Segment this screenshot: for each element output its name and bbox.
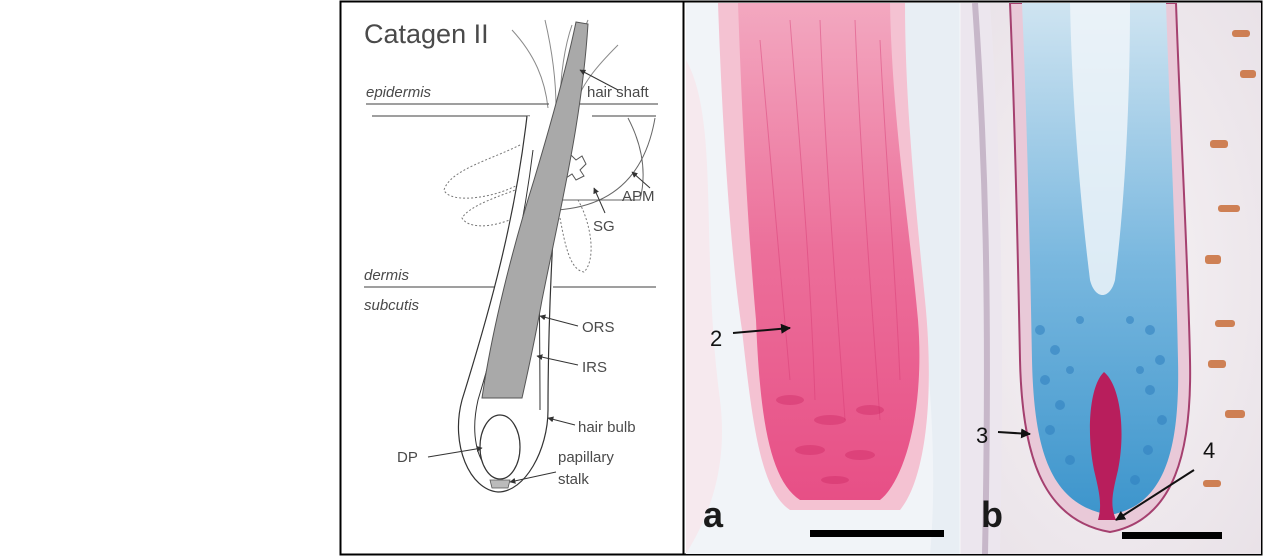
sebaceous-lobe-right [559, 199, 592, 273]
papillary-label-line1: papillary [558, 449, 614, 466]
dermal-papilla-b [1089, 372, 1122, 520]
diagram-title: Catagen II [364, 19, 489, 49]
hair-bulb-label: hair bulb [578, 419, 636, 436]
schematic-diagram: Catagen II epidermis dermis subcutis [364, 19, 658, 493]
irs-label: IRS [582, 359, 607, 376]
ors-label: ORS [582, 319, 615, 336]
hair-shaft [481, 21, 589, 399]
micrograph-b: 3 4 b [960, 3, 1261, 554]
papillary-label-line2: stalk [558, 471, 589, 488]
epidermis-right [580, 103, 658, 117]
micrograph-a: 2 a [686, 3, 960, 554]
epidermis-label: epidermis [366, 84, 432, 101]
dp-label: DP [397, 449, 418, 466]
hair-shaft-label: hair shaft [587, 84, 650, 101]
sg-label: SG [593, 218, 615, 235]
scale-bar-a [810, 530, 944, 537]
marker-4: 4 [1203, 438, 1215, 463]
apm-muscle [560, 117, 644, 201]
papillary-stalk [489, 479, 511, 489]
apm-muscle-inner [555, 117, 656, 211]
hair-bulb-a [738, 3, 920, 500]
dermis-label: dermis [364, 267, 410, 284]
subcutis-label: subcutis [364, 297, 420, 314]
scale-bar-b [1122, 532, 1222, 539]
marker-2: 2 [710, 326, 722, 351]
panel-letter-a: a [703, 494, 724, 535]
sebaceous-lobe-lower [461, 185, 529, 227]
marker-3: 3 [976, 423, 988, 448]
dermal-papilla [479, 414, 521, 480]
apm-label: APM [622, 188, 655, 205]
panel-letter-b: b [981, 494, 1003, 535]
